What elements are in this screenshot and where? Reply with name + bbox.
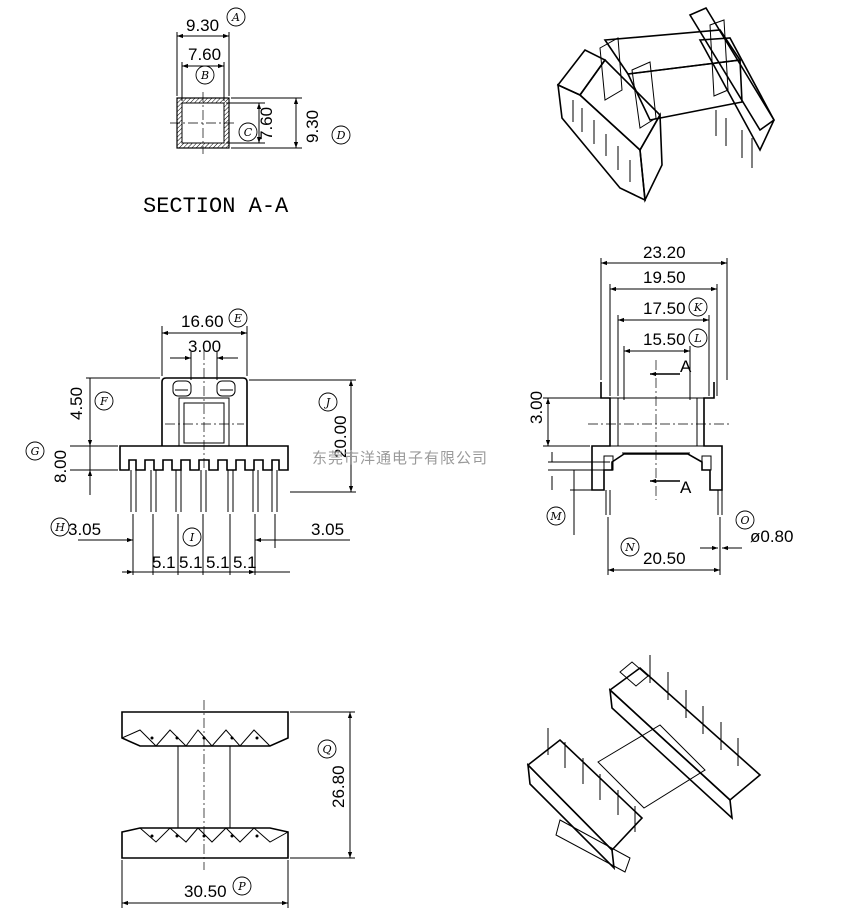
svg-text:J: J	[324, 396, 331, 409]
svg-text:O: O	[740, 514, 749, 527]
bottom-view: 26.80 30.50 Q P	[121, 700, 355, 908]
label-m: M	[546, 506, 566, 526]
svg-text:L: L	[693, 332, 701, 345]
label-k: K	[688, 297, 708, 317]
section-dim-3: 7.60	[257, 107, 276, 140]
svg-text:P: P	[237, 880, 246, 893]
front-pitch-2: 5.1	[179, 553, 203, 572]
label-i: I	[182, 527, 202, 547]
svg-text:M: M	[549, 510, 562, 523]
svg-text:Q: Q	[322, 743, 331, 756]
label-c: C	[238, 122, 258, 142]
side-dim-1: 23.20	[643, 243, 686, 262]
section-mark-top: A	[680, 357, 692, 376]
label-l: L	[688, 328, 708, 348]
front-dim-top: 4.50	[67, 387, 86, 420]
front-view: 16.60 3.00 4.50 8.00 20.00 3.05 3.05 5.1…	[25, 308, 356, 575]
side-dim-pin-dia: ø0.80	[750, 527, 793, 546]
front-pitch-3: 5.1	[206, 553, 230, 572]
label-n: N	[620, 537, 640, 557]
label-f: F	[94, 391, 114, 411]
front-dim-base: 8.00	[51, 450, 70, 483]
section-dim-2: 7.60	[188, 45, 221, 64]
svg-text:N: N	[624, 541, 635, 554]
label-h: H	[50, 517, 70, 537]
svg-text:H: H	[54, 521, 65, 534]
front-dim-width: 16.60	[181, 312, 224, 331]
svg-text:K: K	[693, 301, 703, 314]
front-pitch-1: 5.1	[152, 553, 176, 572]
isometric-view-top	[556, 6, 776, 203]
side-dim-5: 3.00	[527, 391, 546, 424]
label-p: P	[232, 876, 252, 896]
side-dim-4: 15.50	[643, 330, 686, 349]
bottom-dim-height: 26.80	[329, 765, 348, 808]
section-dim-4: 9.30	[303, 110, 322, 143]
svg-text:E: E	[233, 312, 242, 325]
side-dim-pins: 20.50	[643, 549, 686, 568]
label-g: G	[25, 441, 45, 461]
section-view: 9.30 7.60 7.60 9.30 A B C D SECTION A-A	[143, 7, 351, 219]
section-title: SECTION A-A	[143, 194, 289, 219]
label-e: E	[228, 308, 248, 328]
svg-text:D: D	[336, 129, 346, 142]
label-b: B	[195, 65, 215, 85]
svg-text:C: C	[244, 126, 253, 139]
svg-text:A: A	[231, 11, 240, 24]
svg-text:G: G	[31, 445, 40, 458]
side-view: A A 23.20 19.50 17.50 15.50 3.00	[527, 243, 793, 575]
side-dim-3: 17.50	[643, 299, 686, 318]
front-dim-right: 3.05	[311, 520, 344, 539]
svg-text:F: F	[99, 395, 108, 408]
label-o: O	[735, 510, 755, 530]
front-dim-left: 3.05	[68, 520, 101, 539]
label-j: J	[318, 392, 338, 412]
watermark: 东莞市洋通电子有限公司	[312, 449, 488, 467]
side-dim-2: 19.50	[643, 268, 686, 287]
bottom-dim-width: 30.50	[184, 882, 227, 901]
section-mark-bottom: A	[680, 478, 692, 497]
section-dim-1: 9.30	[186, 16, 219, 35]
front-dim-height: 20.00	[331, 415, 350, 458]
front-pitch-4: 5.1	[233, 553, 257, 572]
label-q: Q	[317, 739, 337, 759]
label-a: A	[226, 7, 246, 27]
svg-text:B: B	[200, 69, 209, 82]
label-d: D	[331, 125, 351, 145]
svg-text:I: I	[189, 531, 195, 544]
front-dim-slot: 3.00	[188, 337, 221, 356]
isometric-view-bottom	[526, 655, 762, 873]
